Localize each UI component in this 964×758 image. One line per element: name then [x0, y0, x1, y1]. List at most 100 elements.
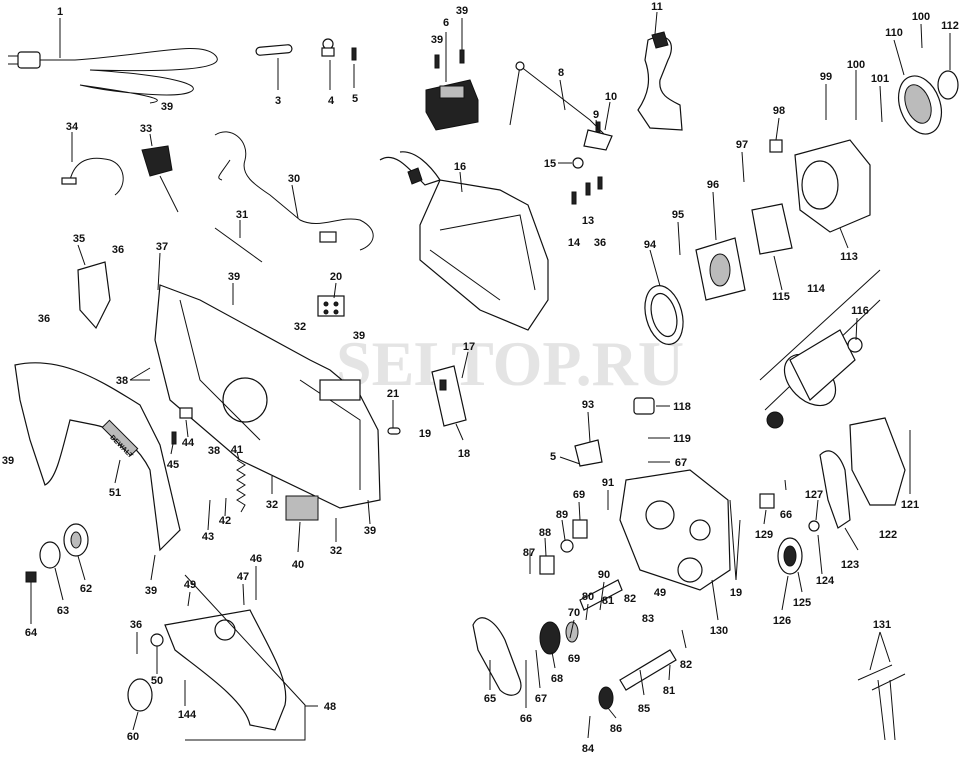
callout-label: 34	[66, 121, 79, 133]
callout-label: 123	[841, 559, 859, 571]
callout-label: 81	[663, 685, 675, 697]
pulley-icon	[777, 537, 803, 575]
callout-label: 144	[178, 709, 197, 721]
callout-label: 93	[582, 399, 594, 411]
callout-label: 83	[642, 613, 654, 625]
callout-label: 39	[2, 455, 14, 467]
spacer-icon	[171, 407, 193, 445]
callout-label: 38	[208, 445, 220, 457]
callout-label: 122	[879, 529, 897, 541]
callout-label: 39	[353, 330, 365, 342]
callout-label: 130	[710, 625, 728, 637]
callout-label: 17	[463, 341, 475, 353]
callout-label: 119	[673, 433, 691, 445]
callout-label: 63	[57, 605, 69, 617]
callout-label: 20	[330, 271, 342, 283]
switch-icon	[425, 79, 479, 131]
callout-label: 110	[885, 27, 903, 39]
callout-label: 87	[523, 547, 535, 559]
spring-icon	[236, 459, 246, 513]
spindle-icon	[598, 649, 677, 710]
terminal-block-icon	[317, 295, 345, 317]
arm-casting-icon	[379, 151, 549, 331]
callout-label: 121	[901, 499, 919, 511]
callout-label: 32	[330, 545, 342, 557]
callout-label: 39	[456, 5, 468, 17]
cord-clip-icon	[321, 38, 335, 57]
callout-label: 100	[847, 59, 865, 71]
callout-label: 11	[651, 1, 663, 13]
callout-label: 48	[324, 701, 336, 713]
callout-label: 127	[805, 489, 823, 501]
callout-label: 69	[568, 653, 580, 665]
callout-label: 126	[773, 615, 791, 627]
callout-label: 68	[551, 673, 563, 685]
callout-label: 90	[598, 569, 610, 581]
callout-label: 44	[182, 437, 195, 449]
washer-icon	[39, 541, 61, 569]
callout-label: 125	[793, 597, 811, 609]
callout-label: 66	[780, 509, 792, 521]
handle-icon	[637, 31, 683, 131]
callout-label: 84	[582, 743, 595, 755]
callout-label: 3	[275, 95, 281, 107]
callout-label: 13	[582, 215, 594, 227]
wire-harness-icon	[61, 157, 124, 196]
lower-guard-icon	[14, 362, 181, 552]
callout-label: 91	[602, 477, 614, 489]
callout-label: 82	[624, 593, 636, 605]
cover-plate-icon	[164, 574, 306, 741]
callout-label: 81	[602, 595, 614, 607]
cable-assembly-icon	[214, 131, 374, 251]
callout-label: 15	[544, 158, 556, 170]
callout-label: 129	[755, 529, 773, 541]
callout-label: 99	[820, 71, 832, 83]
sleeve-icon	[255, 44, 293, 56]
callout-label: 37	[156, 241, 168, 253]
callout-label: 45	[167, 459, 179, 471]
callout-label: 88	[539, 527, 551, 539]
shaft-icon	[579, 579, 623, 611]
callout-label: 36	[112, 244, 124, 256]
screw-icon	[351, 47, 357, 61]
callout-label: 32	[266, 499, 278, 511]
brush-holder-icon	[751, 203, 793, 255]
callout-label: 33	[140, 123, 152, 135]
callout-label: 118	[673, 401, 691, 413]
callout-label: 10	[605, 91, 617, 103]
gear-icon	[539, 621, 579, 655]
callout-label: 31	[236, 209, 248, 221]
callout-label: 98	[773, 105, 785, 117]
callout-label: 64	[25, 627, 38, 639]
callout-label: 21	[387, 388, 399, 400]
callout-label: 4	[328, 95, 335, 107]
callout-label: 42	[219, 515, 231, 527]
belt-cover-icon	[849, 417, 906, 506]
callout-label: 6	[443, 17, 449, 29]
callout-label: 86	[610, 723, 622, 735]
callout-label: 51	[109, 487, 121, 499]
callout-label: 36	[130, 619, 142, 631]
callout-label: 8	[558, 67, 564, 79]
callout-label: 5	[550, 451, 556, 463]
callout-label: 36	[594, 237, 606, 249]
callout-label: 67	[535, 693, 547, 705]
callout-label: 5	[352, 93, 358, 105]
motor-housing-icon	[794, 139, 871, 233]
belt-icon	[819, 450, 851, 529]
bracket-icon	[77, 261, 111, 330]
nut-icon	[25, 571, 37, 583]
callout-label: 116	[851, 305, 869, 317]
callout-label: 66	[520, 713, 532, 725]
callout-label: 35	[73, 233, 85, 245]
bushing-icon	[769, 139, 783, 153]
callout-label: 40	[292, 559, 304, 571]
o-ring-icon	[127, 678, 153, 712]
belt-icon	[472, 617, 522, 696]
callout-label: 32	[294, 321, 306, 333]
callout-label: 70	[568, 607, 580, 619]
guard-housing-icon	[154, 284, 381, 509]
callout-label: 39	[145, 585, 157, 597]
brush-spring-icon	[857, 664, 906, 741]
